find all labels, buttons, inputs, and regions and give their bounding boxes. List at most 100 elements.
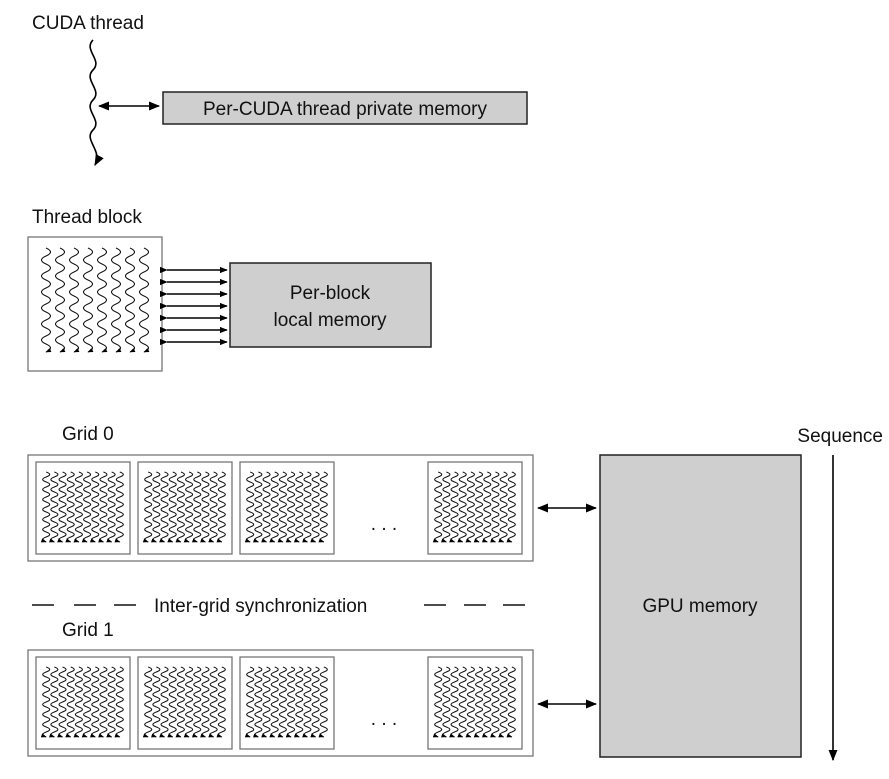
block-memory-box	[229, 262, 432, 348]
thread-wave-icon	[481, 471, 492, 543]
cuda-thread-wave-icon	[89, 39, 104, 166]
grid-block	[35, 461, 131, 555]
thread-wave-icon	[183, 666, 194, 738]
thread-wave-icon	[167, 666, 177, 738]
thread-wave-icon	[506, 666, 516, 738]
thread-wave-icon	[150, 471, 161, 543]
thread-wave-icon	[114, 666, 124, 738]
thread-wave-icon	[96, 247, 108, 353]
thread-wave-icon	[457, 666, 467, 738]
thread-wave-icon	[252, 471, 263, 543]
thread-wave-icon	[285, 471, 296, 543]
thread-wave-icon	[310, 666, 320, 738]
thread-wave-icon	[89, 471, 100, 543]
block-memory-label-line1: Per-block	[290, 283, 371, 304]
thread-wave-icon	[465, 666, 475, 738]
thread-wave-icon	[81, 666, 92, 738]
grid-block	[137, 461, 233, 555]
thread-wave-icon	[269, 666, 279, 738]
thread-wave-icon	[191, 471, 202, 543]
thread-wave-icon	[244, 471, 255, 543]
thread-wave-icon	[310, 471, 320, 543]
grid-block	[427, 461, 523, 555]
thread-wave-icon	[65, 471, 75, 543]
thread-wave-icon	[293, 471, 304, 543]
thread-wave-icon	[73, 666, 83, 738]
private-memory-box	[162, 91, 528, 125]
thread-wave-icon	[481, 666, 492, 738]
thread-wave-icon	[65, 666, 75, 738]
thread-wave-icon	[106, 471, 116, 543]
private-memory-label: Per-CUDA thread private memory	[203, 99, 488, 120]
thread-wave-icon	[244, 666, 255, 738]
thread-wave-icon	[200, 471, 210, 543]
thread-wave-icon	[440, 666, 451, 738]
thread-wave-icon	[191, 666, 202, 738]
thread-wave-icon	[54, 247, 66, 353]
sequence-label: Sequence	[797, 426, 883, 447]
thread-wave-icon	[167, 471, 177, 543]
sync-label: Inter-grid synchronization	[154, 596, 367, 617]
thread-wave-icon	[449, 666, 459, 738]
thread-wave-icon	[302, 666, 312, 738]
thread-wave-icon	[114, 471, 124, 543]
grid-block	[35, 656, 131, 750]
grid1-blocks	[35, 656, 523, 750]
thread-wave-icon	[506, 471, 516, 543]
thread-wave-icon	[98, 471, 108, 543]
thread-wave-icon	[216, 471, 226, 543]
thread-block-connectors	[159, 266, 228, 346]
thread-wave-icon	[302, 471, 312, 543]
thread-block-waves	[40, 247, 150, 353]
thread-wave-icon	[40, 247, 52, 353]
thread-wave-icon	[48, 666, 59, 738]
thread-wave-icon	[252, 666, 263, 738]
grid-block	[239, 656, 335, 750]
thread-wave-icon	[285, 666, 296, 738]
thread-wave-icon	[261, 666, 271, 738]
grid-block	[239, 461, 335, 555]
thread-wave-icon	[490, 666, 500, 738]
thread-wave-icon	[269, 471, 279, 543]
thread-wave-icon	[82, 247, 94, 353]
grid0-blocks	[35, 461, 523, 555]
grid0-ellipsis: . . .	[371, 514, 397, 535]
thread-wave-icon	[81, 471, 92, 543]
grid1-label: Grid 1	[62, 620, 114, 641]
thread-wave-icon	[183, 471, 194, 543]
thread-wave-icon	[40, 666, 51, 738]
thread-wave-icon	[57, 666, 67, 738]
gpu-memory-box	[599, 454, 802, 758]
thread-wave-icon	[159, 666, 169, 738]
thread-wave-icon	[208, 471, 218, 543]
thread-wave-icon	[498, 471, 508, 543]
cuda-thread-label: CUDA thread	[32, 13, 144, 34]
thread-wave-icon	[490, 471, 500, 543]
thread-wave-icon	[57, 471, 67, 543]
thread-wave-icon	[473, 666, 484, 738]
grid0-label: Grid 0	[62, 424, 114, 445]
thread-wave-icon	[277, 666, 287, 738]
thread-wave-icon	[208, 666, 218, 738]
thread-wave-icon	[73, 471, 83, 543]
thread-wave-icon	[293, 666, 304, 738]
thread-wave-icon	[457, 471, 467, 543]
thread-wave-icon	[98, 666, 108, 738]
grid-block	[137, 656, 233, 750]
thread-wave-icon	[440, 471, 451, 543]
thread-wave-icon	[159, 471, 169, 543]
thread-wave-icon	[432, 666, 443, 738]
block-memory-label-line2: local memory	[274, 310, 387, 331]
thread-block-label: Thread block	[32, 207, 142, 228]
thread-wave-icon	[498, 666, 508, 738]
thread-wave-icon	[106, 666, 116, 738]
thread-wave-icon	[216, 666, 226, 738]
thread-wave-icon	[261, 471, 271, 543]
thread-wave-icon	[200, 666, 210, 738]
grid-block	[427, 656, 523, 750]
thread-wave-icon	[175, 471, 185, 543]
thread-wave-icon	[124, 247, 136, 353]
thread-wave-icon	[142, 471, 153, 543]
thread-wave-icon	[142, 666, 153, 738]
thread-wave-icon	[150, 666, 161, 738]
